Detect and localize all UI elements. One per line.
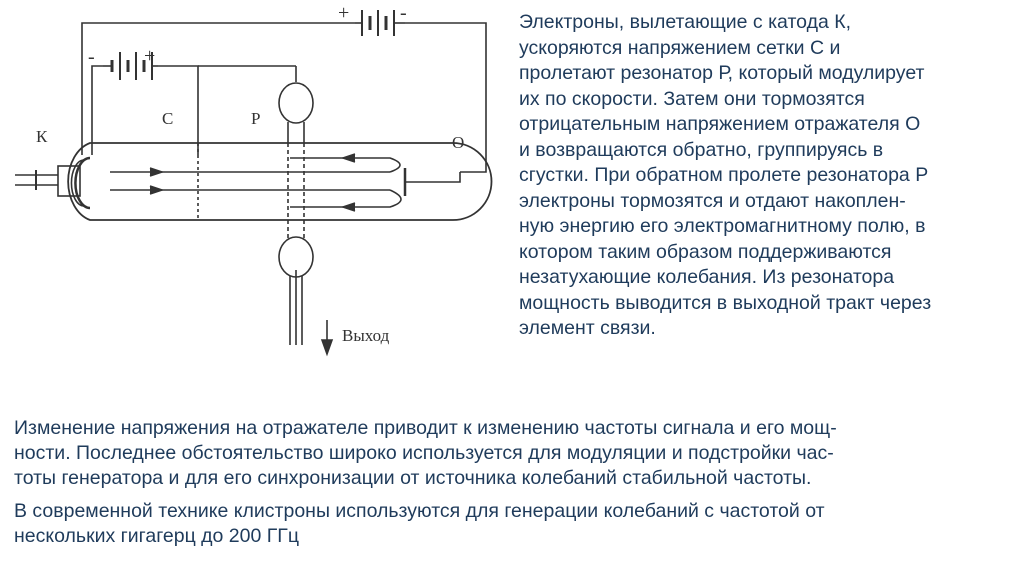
label-output: Выход: [342, 326, 390, 345]
output-arrow-icon: [320, 339, 334, 357]
label-resonator: Р: [251, 109, 260, 128]
text-line: В современной технике клистроны использу…: [14, 500, 825, 522]
text-line: ную энергию его электромагнитному полю, …: [519, 215, 926, 237]
label-grid: С: [162, 109, 173, 128]
text-line: ности. Последнее обстоятельство широко и…: [14, 442, 834, 464]
text-line: электроны тормозятся и отдают накоплен-: [519, 189, 906, 212]
text-line: отрицательным напряжением отражателя О: [519, 113, 921, 135]
text-line: элемент связи.: [519, 317, 656, 339]
text-line: сгустки. При обратном пролете резонатора…: [519, 164, 929, 186]
text-line: ускоряются напряжением сетки С и: [519, 36, 841, 59]
left-battery-plus: +: [144, 45, 155, 67]
text-line: Электроны, вылетающие с катода К,: [519, 11, 852, 33]
left-battery-minus: -: [88, 46, 95, 68]
paragraph-modern-use: В современной технике клистроны использу…: [14, 499, 1014, 549]
left-battery: [103, 52, 158, 80]
resonator: [278, 82, 314, 345]
top-battery: [355, 10, 405, 36]
paragraph-reflector-voltage: Изменение напряжения на отражателе приво…: [14, 416, 1014, 491]
description-bottom: Изменение напряжения на отражателе приво…: [14, 416, 1014, 549]
cathode: [74, 156, 91, 210]
description-right: Электроны, вылетающие с катода К, ускоря…: [519, 10, 1014, 342]
electron-paths: [110, 153, 402, 212]
klystron-diagram: + - - + К С Р О Выход: [15, 2, 493, 357]
text-line: незатухающие колебания. Из резонатора: [519, 266, 895, 288]
left-wire: [91, 65, 199, 155]
label-reflector: О: [452, 133, 464, 152]
text-line: мощность выводится в выходной тракт чере…: [519, 291, 932, 314]
text-line: котором таким образом поддерживаются: [519, 240, 892, 263]
top-wire: [81, 22, 487, 173]
text-line: и возвращаются обратно, группируясь в: [519, 138, 884, 161]
tube-envelope: [67, 142, 493, 221]
top-battery-minus: -: [400, 2, 407, 24]
text-line: Изменение напряжения на отражателе приво…: [14, 417, 837, 439]
text-line: нескольких гигагерц до 200 ГГц: [14, 525, 300, 547]
text-line: тоты генератора и для его синхронизации …: [14, 467, 812, 489]
top-battery-plus: +: [338, 2, 349, 24]
text-line: пролетают резонатор Р, который модулируе…: [519, 62, 925, 84]
text-line: их по скорости. Затем они тормозятся: [519, 87, 865, 110]
label-cathode: К: [36, 127, 48, 146]
